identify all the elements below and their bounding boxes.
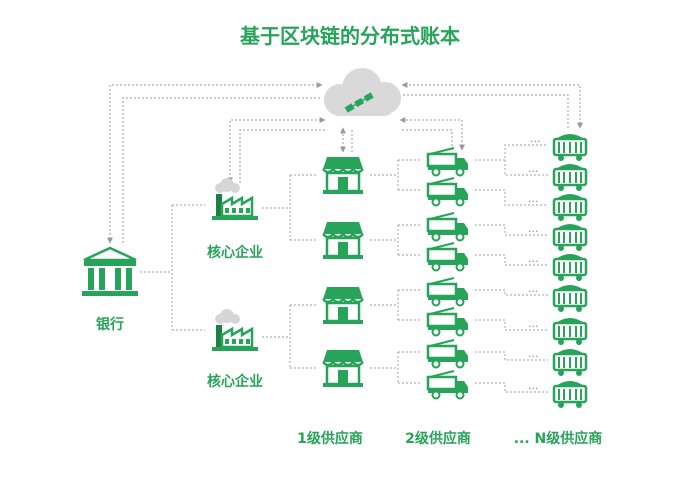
cart-icon [552, 132, 588, 163]
svg-text:...: ... [528, 347, 539, 360]
svg-text:...: ... [528, 379, 539, 392]
diagram-title: 基于区块链的分布式账本 [240, 24, 460, 48]
store-icon [321, 155, 365, 196]
hierarchy-connectors [140, 144, 548, 393]
cart-icon [552, 252, 588, 283]
truck-icon [426, 306, 470, 337]
core-enterprise-label-2: 核心企业 [207, 373, 263, 390]
factory-icon [210, 307, 260, 353]
cart-icon [552, 283, 588, 314]
cart-icon [552, 192, 588, 223]
truck-icon [426, 176, 470, 207]
svg-text:...: ... [528, 317, 539, 330]
cart-icon [552, 162, 588, 193]
truck-icon [426, 211, 470, 242]
svg-text:...: ... [528, 252, 539, 265]
truck-icon [426, 276, 470, 307]
truck-icon [426, 241, 470, 272]
tier1-label: 1级供应商 [297, 430, 363, 447]
cart-icon [552, 379, 588, 410]
store-icon [321, 285, 365, 326]
tierN-label: ... N级供应商 [514, 430, 603, 447]
svg-text:...: ... [528, 192, 539, 205]
store-icon [321, 348, 365, 389]
truck-icon [426, 338, 470, 369]
svg-text:...: ... [530, 132, 541, 145]
svg-text:...: ... [528, 222, 539, 235]
truck-icon [426, 369, 470, 400]
core-enterprise-label-1: 核心企业 [207, 244, 263, 261]
svg-text:...: ... [528, 162, 539, 175]
truck-icon [426, 146, 470, 177]
blockchain-cloud-icon [324, 68, 401, 116]
ellipsis-marks: ... ... ... ... ... ... ... ... ... [528, 132, 541, 392]
cart-icon [552, 316, 588, 347]
svg-text:...: ... [528, 282, 539, 295]
store-icon [321, 220, 365, 261]
ledger-sync-arrows [107, 82, 583, 244]
bank-icon [80, 246, 140, 298]
bank-label: 银行 [96, 316, 124, 333]
factory-icon [210, 176, 260, 222]
cart-icon [552, 222, 588, 253]
tier2-label: 2级供应商 [405, 430, 471, 447]
cart-icon [552, 347, 588, 378]
